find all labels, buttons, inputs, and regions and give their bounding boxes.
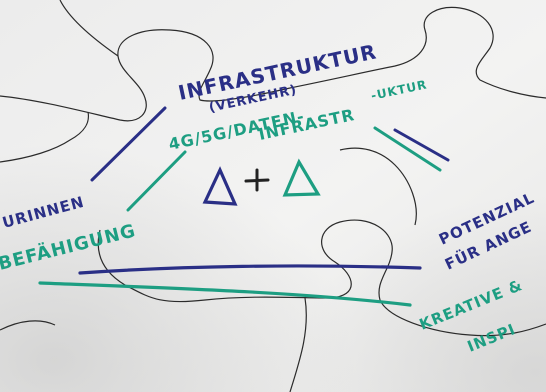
blue-slash-right [393, 128, 450, 162]
teal-slash-right [373, 126, 442, 172]
puzzle-edge-bottom-center [289, 297, 307, 392]
plus-shape [244, 168, 270, 192]
puzzle-edge-top-right [289, 6, 546, 99]
teal-slash-left [126, 150, 187, 212]
blue-slash-left [90, 106, 167, 182]
blue-delta-shape [202, 166, 238, 206]
puzzle-edge-top-left [0, 29, 291, 122]
teal-delta-shape [282, 158, 321, 197]
teal-underline [38, 281, 412, 307]
blue-underline [78, 264, 422, 275]
marker-strokes [38, 106, 450, 307]
puzzle-edge-left [0, 111, 90, 163]
puzzle-edge-bottom [97, 219, 546, 337]
puzzle-edge-top [59, 0, 119, 57]
puzzle-edge-right [339, 147, 417, 226]
puzzle-edge-bottom-left [0, 320, 56, 331]
